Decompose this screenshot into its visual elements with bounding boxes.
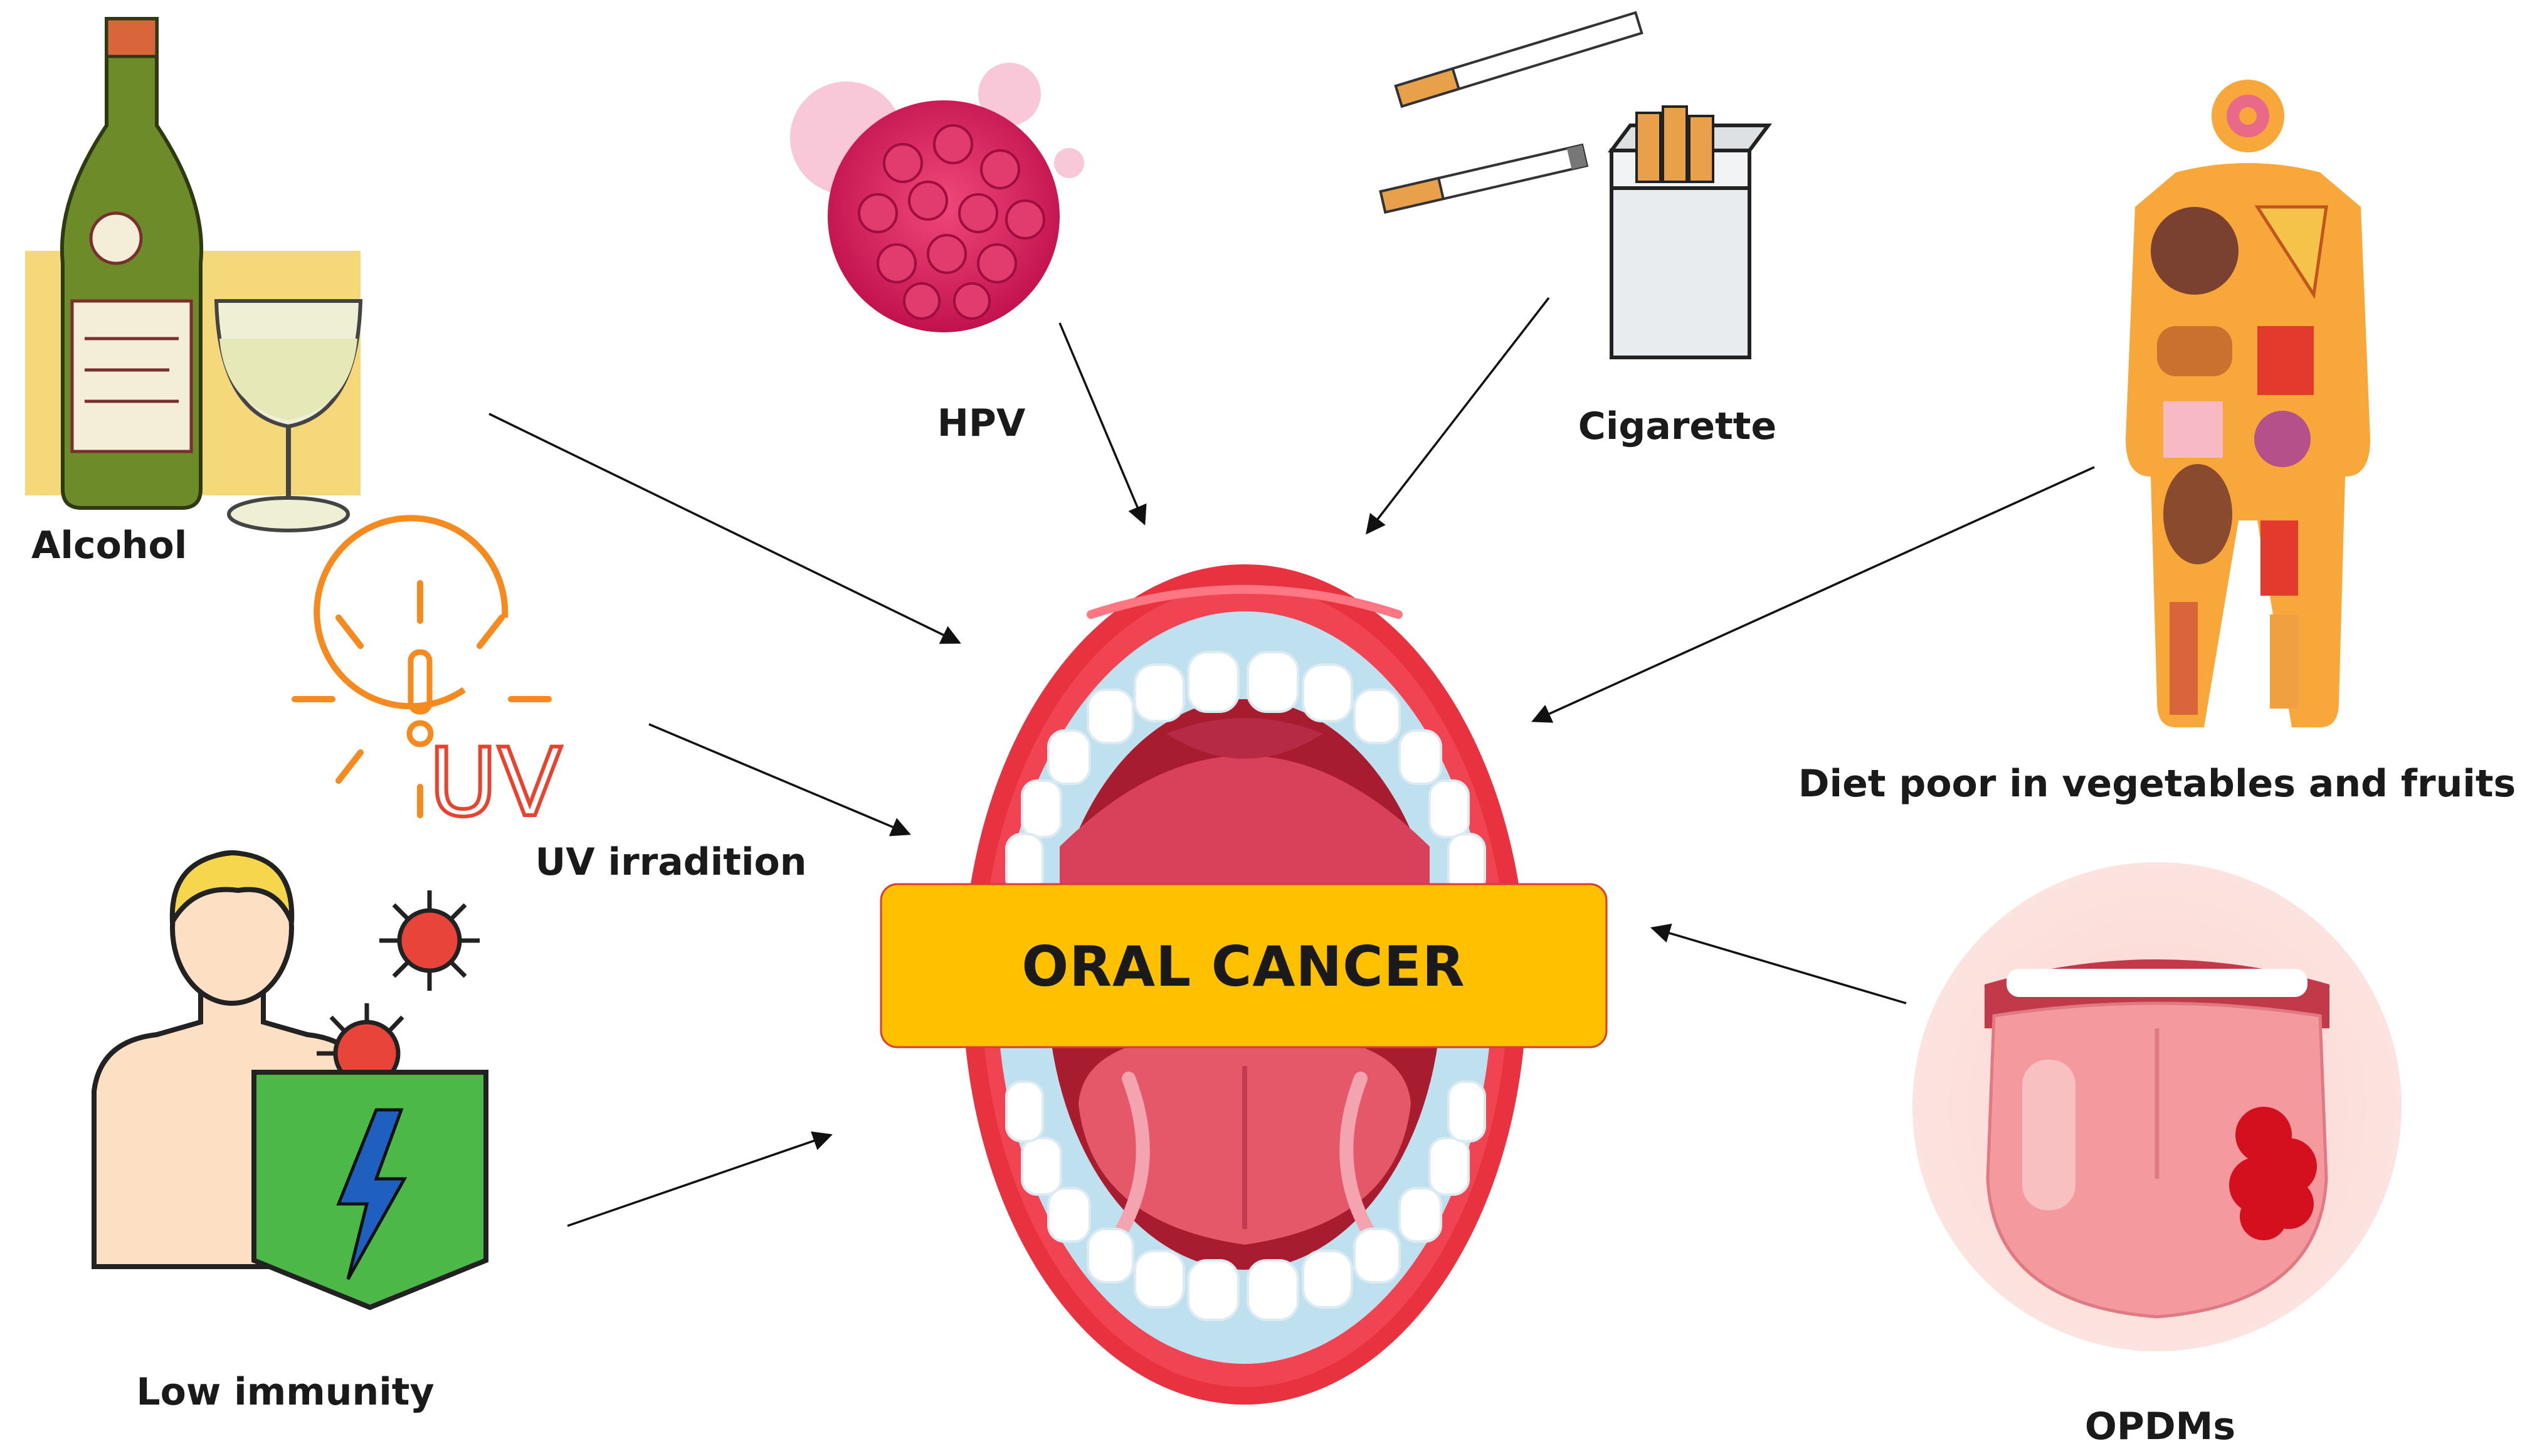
arrow-cigarette [1366, 297, 1550, 535]
arrows [488, 297, 2095, 1227]
oral-cancer-label: ORAL CANCER [1021, 934, 1465, 999]
uv-icon-text: UV [429, 729, 562, 838]
arrow-hpv [1058, 322, 1147, 525]
diet-body-illustration [2126, 80, 2370, 727]
cigarette-label: Cigarette [1578, 404, 1776, 448]
diet-label: Diet poor in vegetables and fruits [1798, 762, 2516, 806]
uv-label: UV irradition [535, 840, 807, 884]
hpv-label: HPV [937, 401, 1026, 445]
virus-icon [379, 890, 480, 991]
immunity-label: Low immunity [136, 1370, 434, 1414]
oral-cancer-box: ORAL CANCER [880, 883, 1608, 1048]
uv-sun-icon: UV [292, 515, 564, 840]
alcohol-label: Alcohol [31, 524, 187, 567]
opdm-label: OPDMs [2085, 1405, 2235, 1448]
low-immunity-illustration [92, 850, 488, 1311]
arrow-immunity [567, 1131, 833, 1227]
hpv-virus-illustration [790, 63, 1084, 332]
arrow-alcohol [488, 413, 961, 644]
arrow-diet [1531, 466, 2095, 723]
virus-icon [317, 1003, 404, 1087]
opdm-tongue-illustration [1912, 862, 2402, 1351]
cigarette-illustration [1379, 11, 1772, 359]
arrow-opdm [1650, 923, 1907, 1005]
alcohol-illustration [25, 17, 363, 532]
arrow-uv [648, 723, 911, 836]
